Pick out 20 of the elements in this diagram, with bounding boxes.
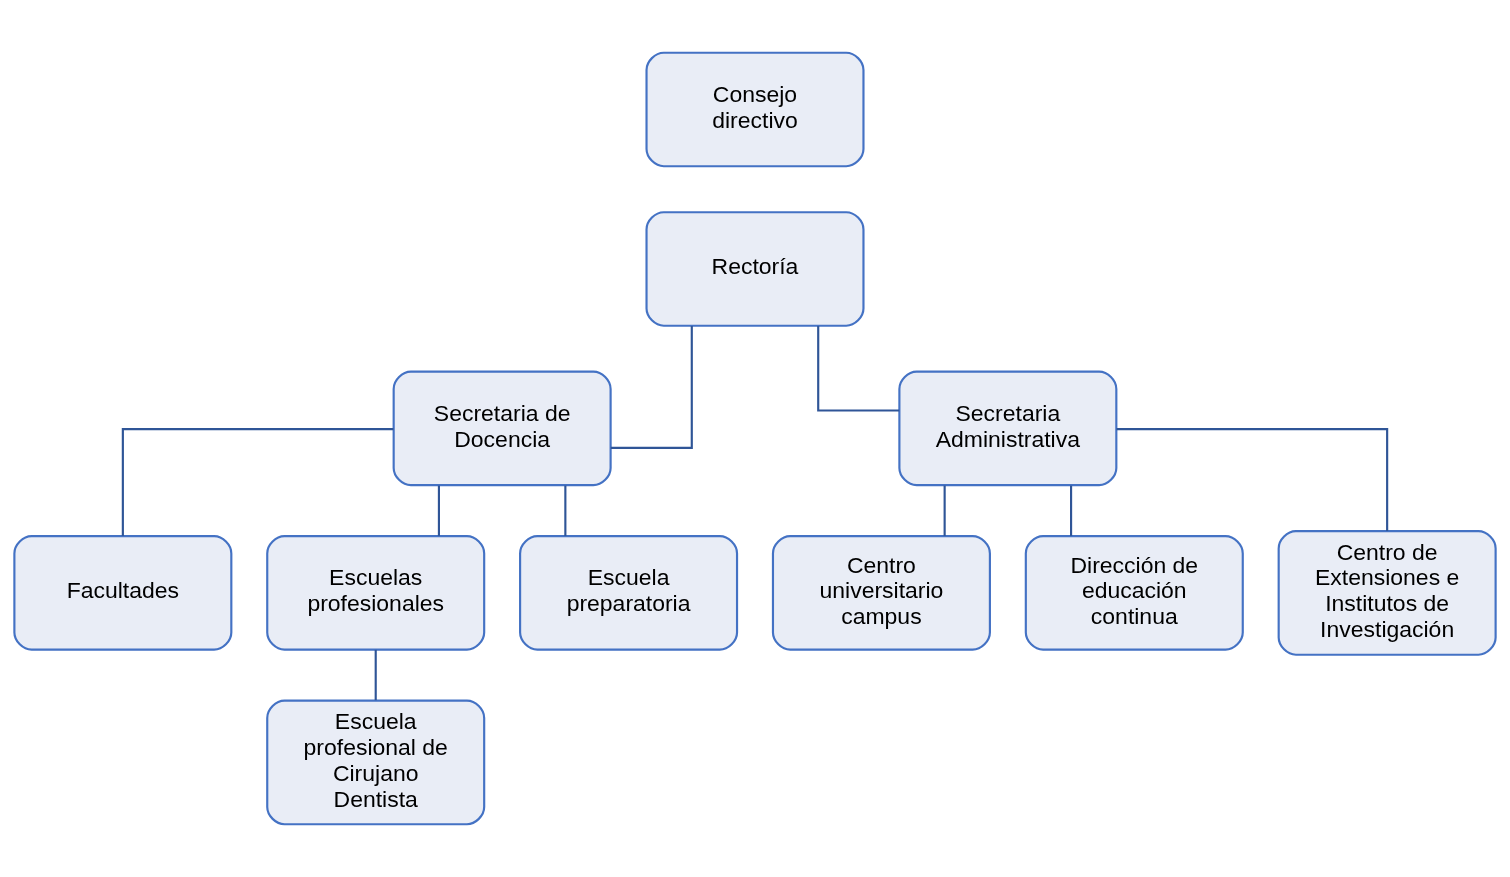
node-box: Consejo directivo xyxy=(645,51,865,168)
node-box: Secretaria de Docencia xyxy=(392,370,612,487)
connector xyxy=(1116,428,1389,531)
connector xyxy=(817,326,900,412)
node-box: Centro de Extensiones e Institutos de Investigación xyxy=(1277,530,1497,656)
connector xyxy=(1070,485,1073,536)
connector xyxy=(943,485,946,536)
node-box: Rectoría xyxy=(645,211,865,327)
node-box: Dirección de educación continua xyxy=(1024,535,1244,651)
node-box: Escuela profesional de Cirujano Dentista xyxy=(266,699,486,826)
node-box: Secretaria Administrativa xyxy=(898,370,1118,487)
connector xyxy=(374,649,377,701)
connector xyxy=(610,326,693,449)
node-box: Escuelas profesionales xyxy=(266,535,486,651)
node-box: Escuela preparatoria xyxy=(519,535,739,651)
node-box: Facultades xyxy=(13,535,233,651)
node-box: Centro universitario campus xyxy=(771,535,991,651)
connector xyxy=(437,485,440,536)
connector xyxy=(121,428,394,537)
connector xyxy=(564,485,567,536)
